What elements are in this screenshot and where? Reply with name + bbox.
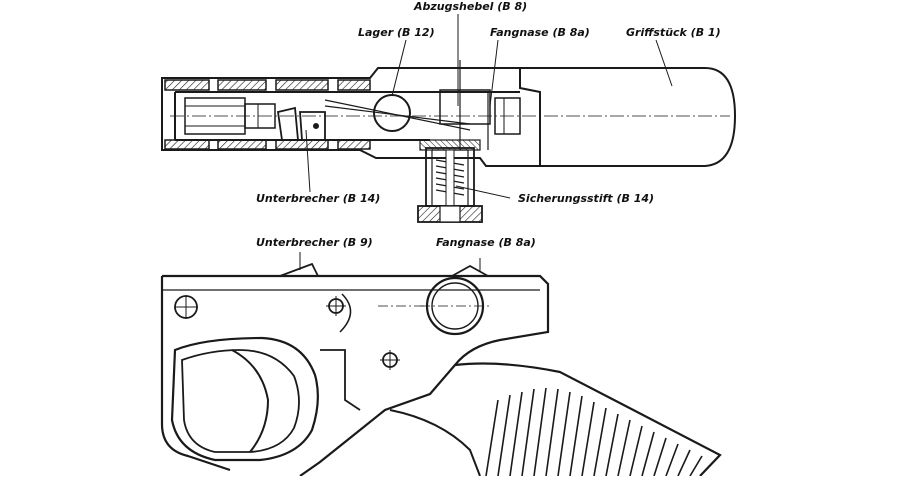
label-griffstueck: Griffstück (B 1)	[626, 26, 721, 39]
interrupter-part	[276, 106, 299, 141]
label-unterbrecher-top: Unterbrecher (B 14)	[256, 192, 381, 205]
grip	[454, 362, 722, 477]
top-section-view	[161, 60, 737, 223]
label-lager: Lager (B 12)	[358, 26, 435, 39]
label-abzugshebel: Abzugshebel (B 8)	[414, 0, 528, 13]
label-fangnase-bottom: Fangnase (B 8a)	[436, 236, 536, 249]
trigger	[231, 349, 270, 453]
top-leader-lines	[305, 14, 673, 199]
label-unterbrecher-bottom: Unterbrecher (B 9)	[256, 236, 373, 249]
receiver-outline	[161, 67, 541, 167]
frame-outline	[162, 274, 550, 477]
bottom-side-view	[160, 258, 722, 477]
label-sicherungsstift: Sicherungsstift (B 14)	[518, 192, 655, 205]
trigger-guard	[170, 336, 319, 462]
label-fangnase-top: Fangnase (B 8a)	[490, 26, 590, 39]
grip-tube	[520, 67, 737, 167]
grip-serrations	[485, 387, 703, 477]
trigger-opening	[181, 349, 300, 453]
